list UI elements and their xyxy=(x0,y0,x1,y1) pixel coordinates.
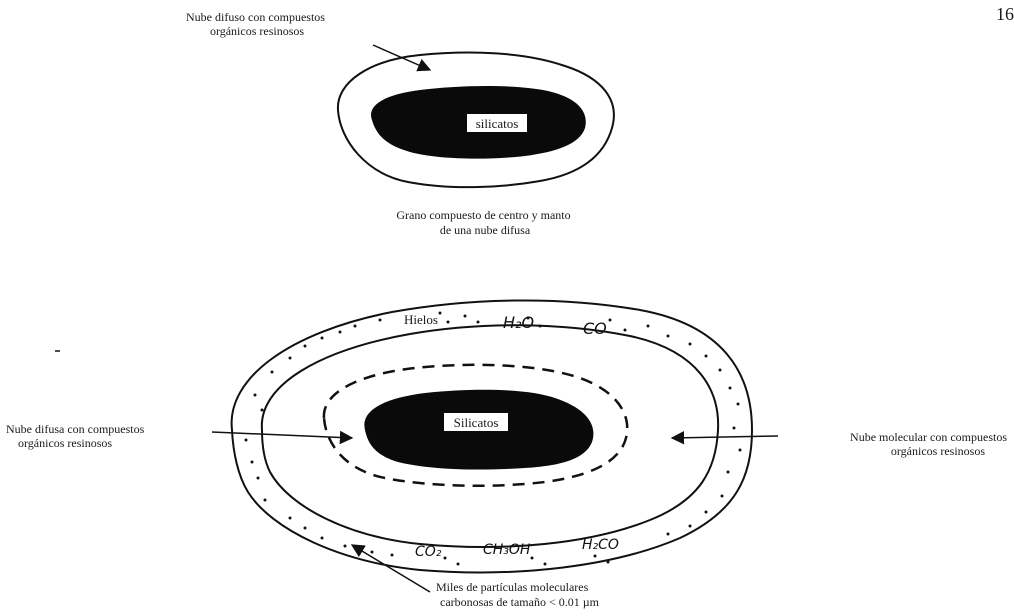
left-diffuse-label-line2: orgánicos resinosos xyxy=(18,436,112,450)
molecule-h2co: H₂CO xyxy=(582,537,619,553)
top-diffuse-label: Nube difuso con compuestos orgánicos res… xyxy=(186,10,328,38)
top-caption-line1: Grano compuesto de centro y manto xyxy=(396,208,570,222)
top-diffuse-label-line1: Nube difuso con compuestos xyxy=(186,10,325,24)
bottom-particles-label-line2: carbonosas de tamaño < 0.01 µm xyxy=(440,595,600,609)
top-core-label: silicatos xyxy=(476,116,519,131)
molecule-ch3oh: CH₃OH xyxy=(483,542,531,558)
right-molecular-arrow xyxy=(672,436,778,438)
bottom-figure: Silicatos Hielos H₂O CO CO₂ CH₃OH H₂CO xyxy=(6,300,1010,609)
right-molecular-label: Nube molecular con compuestos orgánicos … xyxy=(850,430,1010,458)
left-diffuse-label-line1: Nube difusa con compuestos xyxy=(6,422,145,436)
right-molecular-label-line1: Nube molecular con compuestos xyxy=(850,430,1007,444)
top-figure: silicatos Nube difuso con compuestos org… xyxy=(186,10,614,237)
ices-label: Hielos xyxy=(404,312,438,327)
bottom-particles-label: Miles de partículas moleculares carbonos… xyxy=(436,580,600,609)
top-diffuse-arrow xyxy=(373,45,430,70)
molecule-h2o: H₂O xyxy=(503,313,534,332)
molecule-co: CO xyxy=(583,319,607,338)
bottom-particles-label-line1: Miles de partículas moleculares xyxy=(436,580,589,594)
top-caption-line2: de una nube difusa xyxy=(440,223,531,237)
right-molecular-label-line2: orgánicos resinosos xyxy=(891,444,985,458)
molecule-co2: CO₂ xyxy=(415,544,442,560)
page-number: 16 xyxy=(996,4,1014,24)
top-caption: Grano compuesto de centro y manto de una… xyxy=(396,208,573,237)
bottom-core-label: Silicatos xyxy=(454,415,499,430)
top-diffuse-label-line2: orgánicos resinosos xyxy=(210,24,304,38)
left-diffuse-label: Nube difusa con compuestos orgánicos res… xyxy=(6,422,147,450)
